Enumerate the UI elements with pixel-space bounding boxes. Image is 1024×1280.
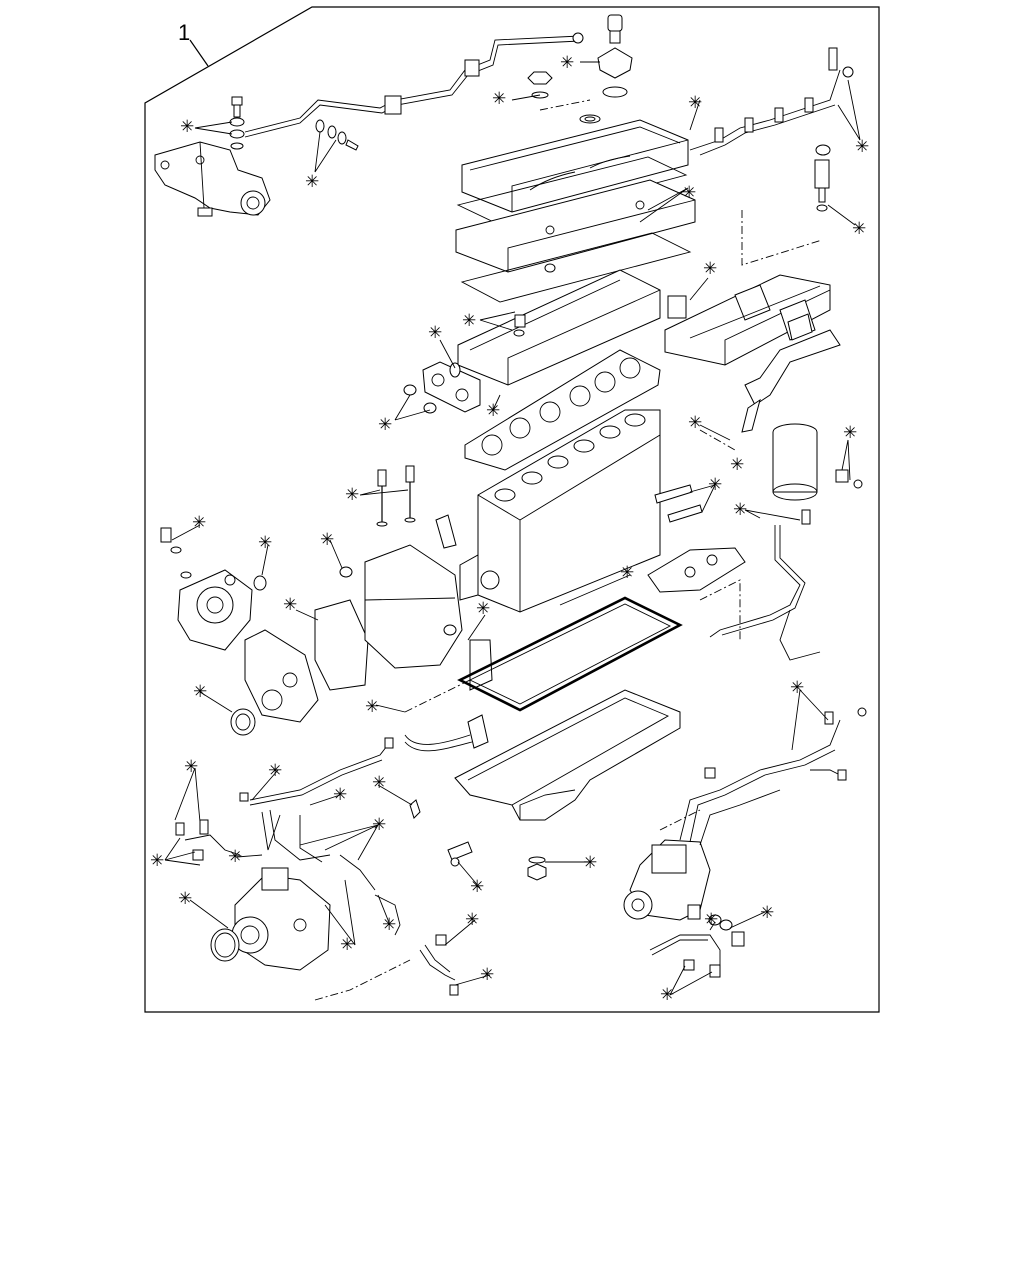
valve-cover-gasket-lower [460, 232, 692, 303]
oil-pan-gasket [457, 596, 683, 712]
kit-marker: ✳ [760, 903, 774, 923]
drain-plug [527, 856, 547, 881]
banjo-bolt-top-left [229, 96, 359, 151]
breather-assembly [579, 14, 633, 124]
kit-marker: ✳ [462, 311, 476, 331]
oil-pipe [404, 639, 493, 752]
kit-marker: ✳ [372, 773, 386, 793]
vacuum-pump [160, 527, 253, 651]
kit-marker: ✳ [688, 413, 702, 433]
fuel-return-pipe-bottom [419, 934, 459, 996]
oil-jets [654, 484, 703, 523]
kit-marker: ✳ [228, 847, 242, 867]
kit-marker: ✳ [855, 137, 869, 157]
kit-marker: ✳ [193, 682, 207, 702]
kit-marker: ✳ [843, 423, 857, 443]
front-oil-seal [230, 708, 256, 736]
injector-harness [689, 47, 854, 156]
rocker-cover-housing [455, 179, 696, 273]
cylinder-block [459, 409, 661, 613]
kit-marker: ✳ [333, 785, 347, 805]
kit-marker: ✳ [730, 455, 744, 475]
kit-marker: ✳ [365, 697, 379, 717]
kit-marker: ✳ [192, 513, 206, 533]
callout-leaders [314, 99, 823, 1001]
water-pipe [741, 329, 841, 433]
valve-cover [461, 119, 689, 213]
kit-marker: ✳ [688, 93, 702, 113]
valves-and-springs [376, 465, 416, 527]
gear-case [244, 629, 319, 723]
rocker-arm [435, 514, 457, 549]
kit-marker: ✳ [150, 851, 164, 871]
leak-off-fuel-line [244, 32, 584, 138]
oil-filter-housing [647, 547, 746, 593]
oil-filler-cap [527, 71, 553, 99]
injector [814, 144, 831, 212]
supply-pump-o-ring [210, 928, 240, 962]
kit-marker: ✳ [703, 259, 717, 279]
kit-marker: ✳ [184, 757, 198, 777]
kit-marker: ✳ [733, 500, 747, 520]
kit-marker: ✳ [178, 889, 192, 909]
kit-marker: ✳ [258, 533, 272, 553]
kit-marker: ✳ [372, 815, 386, 835]
kit-marker: ✳ [708, 475, 722, 495]
kit-marker: ✳ [268, 761, 282, 781]
kit-marker: ✳ [340, 935, 354, 955]
assembly-frame [144, 6, 880, 1013]
flywheel-housing [339, 544, 463, 669]
kit-marker: ✳ [790, 678, 804, 698]
kit-leaders [164, 61, 861, 996]
manifold-gasket [667, 295, 813, 341]
kit-marker: ✳ [480, 965, 494, 985]
injection-pump [623, 839, 745, 947]
kit-marker: ✳ [583, 853, 597, 873]
supply-pump-left [231, 867, 331, 971]
injection-lines-right [679, 707, 867, 846]
kit-marker: ✳ [852, 219, 866, 239]
kit-marker: ✳ [428, 323, 442, 343]
oil-pan [454, 689, 681, 821]
item-number-label: 1 [178, 20, 190, 45]
kit-marker: ✳ [283, 595, 297, 615]
kit-marker: ✳ [660, 985, 674, 1005]
kit-marker: ✳ [180, 117, 194, 137]
kit-markers: ✳ ✳ ✳ ✳ ✳ ✳ ✳ ✳ ✳ ✳ ✳ ✳ ✳ ✳ ✳ ✳ ✳ ✳ ✳ ✳ … [150, 53, 869, 1005]
kit-marker: ✳ [492, 89, 506, 109]
kit-marker: ✳ [682, 183, 696, 203]
kit-marker: ✳ [320, 530, 334, 550]
item-number-leader [189, 39, 209, 67]
kit-marker: ✳ [560, 53, 574, 73]
kit-marker: ✳ [382, 915, 396, 935]
kit-marker: ✳ [465, 910, 479, 930]
vacuum-pump-o-ring [253, 575, 267, 591]
leak-off-pipe-right [649, 934, 721, 978]
dipstick-tube-bracket [409, 799, 473, 867]
kit-marker: ✳ [345, 485, 359, 505]
water-outlet-housing [422, 361, 481, 413]
kit-marker: ✳ [305, 172, 319, 192]
fuel-line-right [709, 509, 821, 661]
valve-cover-gasket-upper [456, 156, 688, 226]
kit-marker: ✳ [476, 599, 490, 619]
kit-marker: ✳ [470, 877, 484, 897]
kit-marker: ✳ [378, 415, 392, 435]
kit-marker: ✳ [704, 910, 718, 930]
fuel-filter [772, 423, 863, 501]
kit-marker: ✳ [486, 401, 500, 421]
kit-marker: ✳ [620, 563, 634, 583]
thermostat-housing [154, 141, 271, 217]
gear-case-gasket [314, 599, 369, 691]
head-gasket [464, 349, 661, 471]
high-pressure-lines-left [175, 737, 401, 936]
